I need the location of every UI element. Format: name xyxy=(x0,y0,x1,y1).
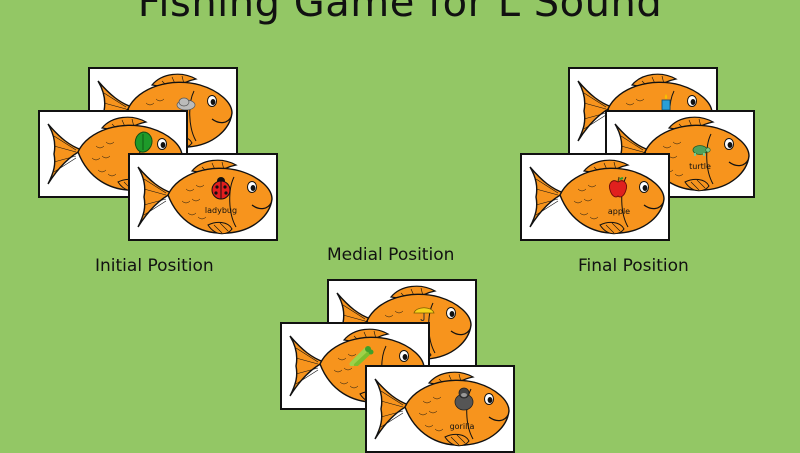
word-label: apple xyxy=(607,207,631,216)
celery-icon xyxy=(349,346,374,366)
fish-card-apple[interactable]: apple xyxy=(520,153,670,241)
initial-position-label: Initial Position xyxy=(95,256,214,276)
fish-icon xyxy=(137,159,273,235)
fish-icon xyxy=(529,159,665,235)
candle-icon xyxy=(661,94,671,111)
word-label: gorilla xyxy=(449,422,475,431)
final-position-label: Final Position xyxy=(578,256,689,276)
ladybug-icon xyxy=(211,177,231,200)
word-label: ladybug xyxy=(204,206,238,215)
turtle-icon xyxy=(692,145,711,156)
page-title: Fishing Game for L Sound xyxy=(137,0,663,26)
umbrella-icon xyxy=(413,307,435,321)
fish-card-gorilla[interactable]: gorilla xyxy=(365,365,515,453)
lettuce-icon xyxy=(134,131,153,153)
gorilla-icon xyxy=(454,387,474,411)
fish-icon xyxy=(374,371,510,447)
fish-card-ladybug[interactable]: ladybug xyxy=(128,153,278,241)
word-label: turtle xyxy=(689,162,711,171)
medial-position-label: Medial Position xyxy=(327,245,455,265)
cloud-icon xyxy=(176,97,196,111)
apple-icon xyxy=(609,176,627,198)
